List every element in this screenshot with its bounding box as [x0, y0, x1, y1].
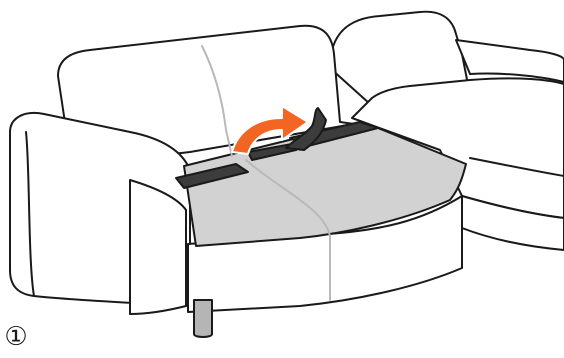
step-number-badge: ① — [2, 323, 30, 351]
chaise-back-extension — [456, 40, 564, 82]
sofa-leg-icon — [194, 300, 212, 337]
